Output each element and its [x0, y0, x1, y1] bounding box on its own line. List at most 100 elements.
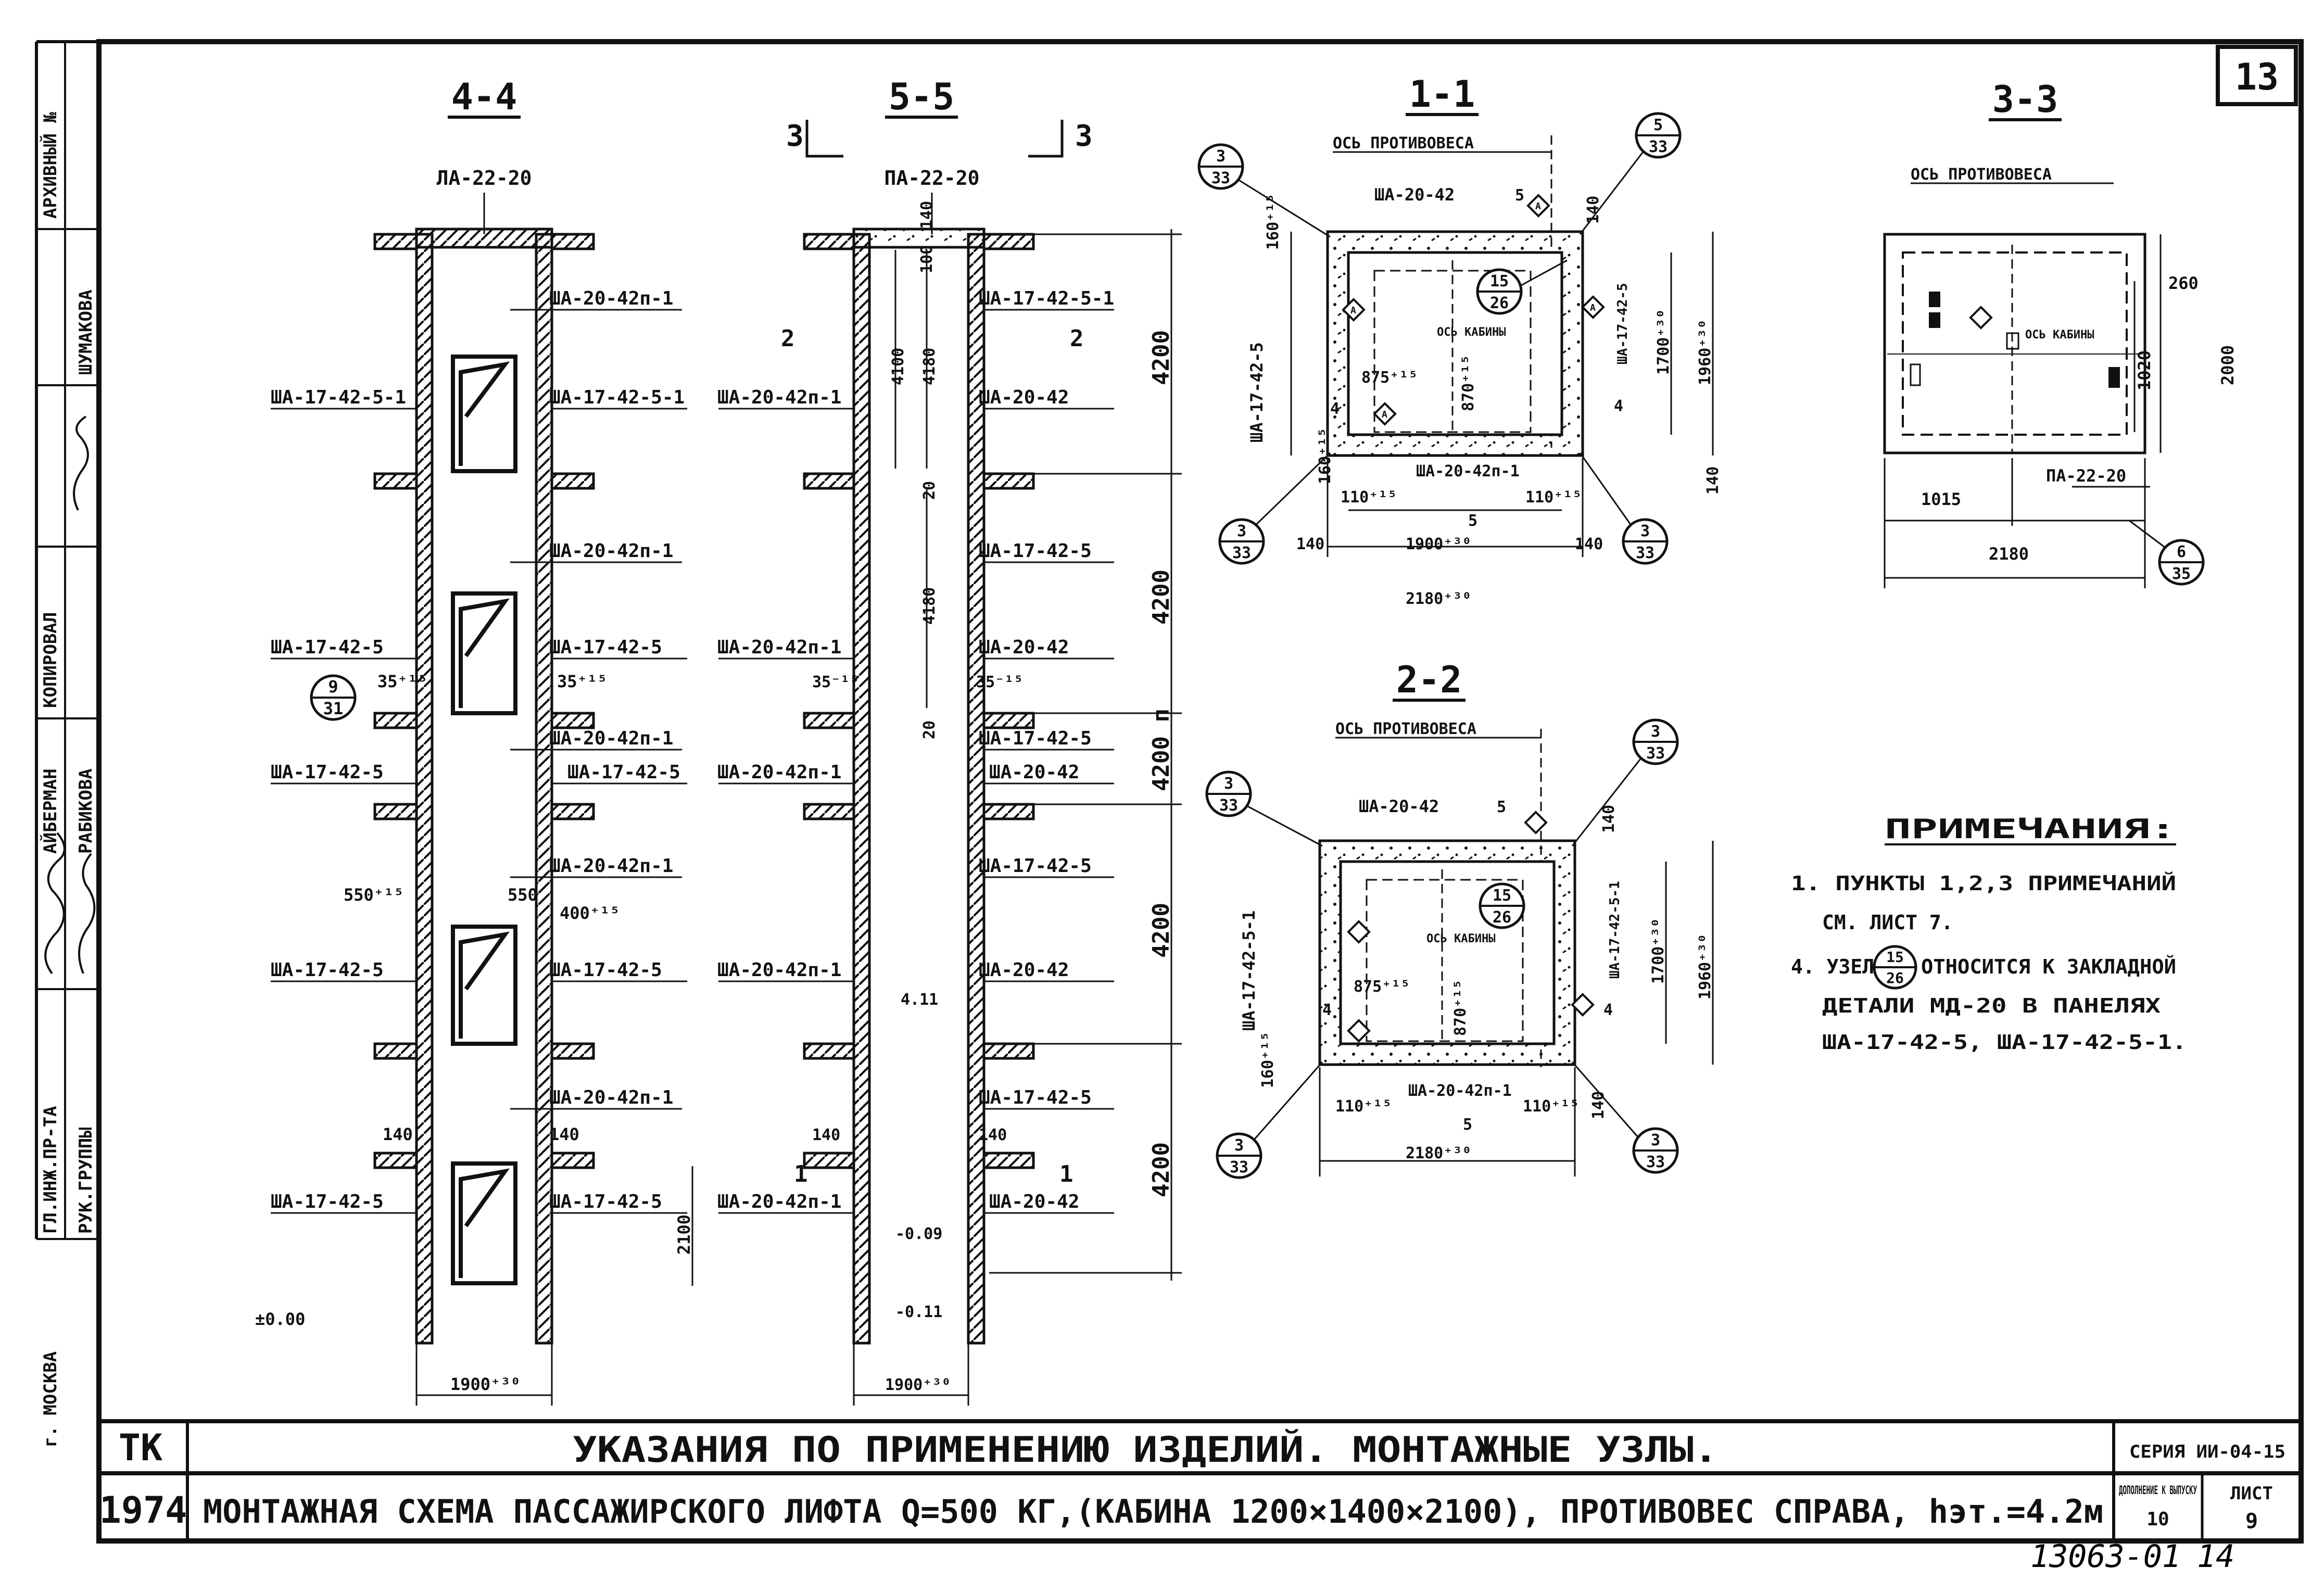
- dim-2-2-5: 160⁺¹⁵: [1259, 1032, 1277, 1088]
- label-5-5-r2: ША-20-42: [979, 387, 1069, 408]
- callout-1-1-c-bottom: 33: [1232, 544, 1251, 562]
- dim-5-5-i0: 140: [918, 201, 936, 229]
- stamp-name-4: РАБИКОВА: [75, 768, 96, 854]
- callout-2-2-e-bottom: 26: [1493, 908, 1511, 927]
- dim-5-5-i4: 20: [920, 481, 939, 500]
- callout-2-2-a-top: 3: [1224, 775, 1233, 793]
- callout-2-2-d-bottom: 33: [1646, 1153, 1665, 1171]
- callout-2-2-e-top: 15: [1493, 887, 1511, 905]
- label-4-4-r1: ША-20-42п-1: [549, 288, 673, 309]
- dim-4-4-6: 140: [549, 1124, 579, 1144]
- label-5-5-r10: ША-20-42: [989, 1191, 1079, 1212]
- dim-5-5-i5: 4180: [920, 587, 939, 625]
- label-4-4-r3: ША-20-42п-1: [549, 540, 673, 562]
- dim-5-5-i3: 4180: [920, 348, 939, 385]
- section-title-5-5: 5-5: [889, 75, 954, 118]
- supplement-label: ДОПОЛНЕНИЕ К ВЫПУСКУ: [2119, 1484, 2197, 1497]
- callout-2-2-b-bottom: 33: [1646, 744, 1665, 763]
- dim-1-1-3: 1700⁺³⁰: [1654, 309, 1673, 375]
- axis-cw-1-1: ОСЬ ПРОТИВОВЕСА: [1333, 134, 1474, 153]
- dim-5-5-i6: 20: [920, 720, 939, 739]
- section-title-2-2: 2-2: [1396, 659, 1462, 701]
- note-4b: ОТНОСИТСЯ К ЗАКЛАДНОЙ: [1921, 955, 2176, 978]
- label-4-4-top: ЛА-22-20: [436, 167, 532, 189]
- label-5-5-l1: ША-20-42п-1: [717, 387, 841, 408]
- dim-4-4-9: 1900⁺³⁰: [450, 1374, 521, 1394]
- panel-1-1-right: ША-17-42-5: [1615, 283, 1631, 364]
- callout-1-1-e-top: 15: [1490, 272, 1509, 290]
- label-5-5-top: ПА-22-20: [884, 167, 979, 189]
- axis-cab-3-3: ОСЬ КАБИНЫ: [2025, 328, 2094, 342]
- label-4-4-r5: ША-20-42п-1: [549, 728, 673, 749]
- side-stamp-dividers: [36, 228, 99, 1240]
- floor-height-1: 4200: [1148, 330, 1174, 385]
- section-title-4-4: 4-4: [451, 75, 517, 118]
- callout-3-3-top: 6: [2177, 543, 2186, 561]
- dim-2-2-9: 2180⁺³⁰: [1406, 1144, 1471, 1162]
- panel-1-1-bottom: ША-20-42п-1: [1416, 462, 1520, 481]
- level-5-5-1: 4.11: [901, 991, 938, 1009]
- dim-2-2-8: 140: [1589, 1091, 1608, 1119]
- dim-4-4-8: ±0.00: [255, 1309, 305, 1329]
- panel-2-2-top: ША-20-42: [1359, 797, 1439, 816]
- dim-1-1-12: 2180⁺³⁰: [1406, 590, 1471, 608]
- dim-5-5-i2: 4100: [889, 348, 907, 385]
- dim-3-3-2: 1020: [2134, 350, 2154, 390]
- axis-cab-1-1: ОСЬ КАБИНЫ: [1437, 326, 1506, 339]
- dim-1-1-0: 160⁺¹⁵: [1264, 194, 1282, 250]
- cut-5-5-right: 3: [1075, 119, 1093, 153]
- dim-4-4-3: 550: [508, 885, 538, 905]
- section-2-2: 2-2 ОСЬ ПРОТИВОВЕСА ОСЬ КАБИНЫ ША-20-42 …: [1205, 659, 1714, 1179]
- label-5-5-l4: ША-20-42п-1: [717, 959, 841, 981]
- dim-1-1-2: 1960⁺³⁰: [1696, 320, 1714, 385]
- label-5-5-r9: ША-17-42-5: [979, 1087, 1092, 1108]
- level-5-5-2: -0.09: [895, 1225, 942, 1243]
- sheet-frame: [96, 39, 2304, 1544]
- stamp-name-2: КОПИРОВАЛ: [40, 612, 61, 708]
- mark-1-1-0: А: [1535, 201, 1541, 212]
- archive-label: АРХИВНЫЙ №: [40, 112, 61, 219]
- label-4-4-r6: ША-17-42-5: [567, 762, 680, 783]
- notes-heading: ПРИМЕЧАНИЯ:: [1885, 814, 2176, 845]
- dim-1-1-16: 4: [1330, 400, 1340, 418]
- dim-2-2-11: 5: [1463, 1116, 1472, 1134]
- floor-height-4: 4200: [1148, 903, 1174, 958]
- mark-1-1-1: А: [1350, 305, 1356, 316]
- label-5-5-r6: ША-20-42: [989, 762, 1079, 783]
- dim-4-4-7: 2100: [674, 1215, 694, 1255]
- label-4-4-r9: ША-20-42п-1: [549, 1087, 673, 1108]
- callout-1-1-b-top: 5: [1653, 116, 1663, 134]
- note-4a: 4. УЗЕЛ: [1791, 955, 1874, 978]
- dim-1-1-9: 140: [1296, 535, 1324, 553]
- label-4-4-l1: ША-17-42-5-1: [271, 387, 406, 408]
- sheet-label: ЛИСТ: [2230, 1483, 2273, 1504]
- sheet-number: 9: [2245, 1509, 2258, 1533]
- cut-5-5-bottom-right: 1: [1059, 1161, 1073, 1187]
- dim-1-1-13: 140: [1704, 466, 1722, 495]
- stamp-role-2: РУК.ГРУППЫ: [75, 1127, 96, 1234]
- dim-1-1-4: 875⁺¹⁵: [1361, 369, 1418, 387]
- label-4-4-r2: ША-17-42-5-1: [549, 387, 685, 408]
- cut-5-5-bottom-left: 1: [794, 1161, 808, 1187]
- page-number: 13: [2235, 56, 2279, 98]
- label-4-4-r8: ША-17-42-5: [549, 959, 662, 981]
- callout-1-1-a-top: 3: [1216, 147, 1226, 166]
- label-5-5-r7: ША-17-42-5: [979, 855, 1092, 877]
- dim-2-2-1: 1960⁺³⁰: [1696, 934, 1714, 1000]
- dim-2-2-0: 140: [1600, 805, 1618, 833]
- stamp-name-3: АЙБЕРМАН: [40, 768, 61, 854]
- doc-page: 14: [2197, 1538, 2234, 1575]
- notes: ПРИМЕЧАНИЯ: 1. ПУНКТЫ 1,2,3 ПРИМЕЧАНИЙ С…: [1791, 814, 2187, 1054]
- floor-height-3: 4200 п: [1148, 709, 1174, 791]
- label-5-5-r8: ША-20-42: [979, 959, 1069, 981]
- panel-2-2-left: ША-17-42-5-1: [1239, 911, 1259, 1031]
- note-1a: 1. ПУНКТЫ 1,2,3 ПРИМЕЧАНИЙ: [1791, 872, 2176, 895]
- dim-4-4-4: 400⁺¹⁵: [560, 903, 620, 923]
- cut-5-5-mid-right: 2: [1070, 325, 1084, 352]
- callout-1-1-e-bottom: 26: [1490, 294, 1509, 312]
- dim-3-3-4: 2180: [1989, 544, 2029, 564]
- callout-1-1-d-bottom: 33: [1636, 544, 1654, 562]
- label-4-4-r10: ША-17-42-5: [549, 1191, 662, 1212]
- note-callout-top: 15: [1886, 949, 1904, 966]
- note-1b: СМ. ЛИСТ 7.: [1822, 911, 1953, 934]
